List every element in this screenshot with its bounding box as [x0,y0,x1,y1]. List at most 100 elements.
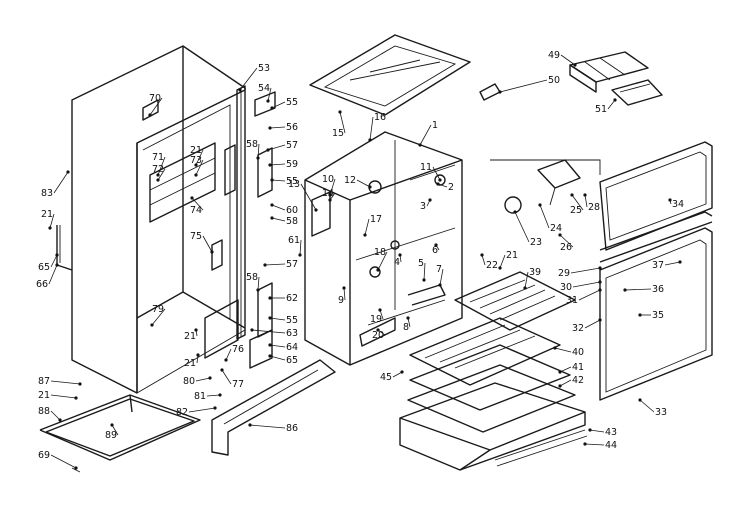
part-number-label: 11 [420,162,432,173]
part-number-label: 6 [432,245,438,256]
part-labels: 7053545556575958556058717273217483216566… [36,50,684,461]
part-number-label: 21 [506,250,518,261]
part-number-label: 21 [184,331,196,342]
fastener-dot [210,250,214,254]
leader-line [364,218,370,236]
fastener-dot [48,226,52,230]
leader-line [269,317,286,321]
fastener-dot [58,418,62,422]
part-number-label: 65 [286,355,298,366]
part-number-label: 86 [286,423,298,434]
leader-line [392,371,403,378]
part-number-label: 71 [152,152,164,163]
part-number-label: 10 [322,174,334,185]
fastener-dot [498,90,502,94]
side-strip [56,225,73,271]
fastener-dot [538,203,542,207]
base-frame [39,394,201,473]
fastener-dot [268,296,272,300]
part-number-label: 31 [566,295,578,306]
fastener-dot [268,126,272,130]
fastener-dot [266,148,270,152]
leader-line [264,263,286,266]
part-number-label: 69 [38,450,50,461]
fastener-dot [588,428,592,432]
leader-line [267,87,272,102]
part-number-label: 12 [344,175,356,186]
leader-line [377,251,388,271]
fastener-dot [583,442,587,446]
part-number-label: 49 [548,50,560,61]
leader-line [188,407,216,413]
part-number-label: 4 [394,257,400,268]
fastener-dot [110,423,114,427]
fastener-dot [194,328,198,332]
fastener-dot [270,203,274,207]
leader-line [300,183,317,211]
fastener-dot [598,266,602,270]
part-number-label: 36 [652,284,664,295]
leader-line [423,262,426,281]
leader-line [271,217,286,222]
fastener-dot [398,253,402,257]
leader-line [589,429,605,433]
part-number-label: 61 [288,235,300,246]
fastener-dot [270,178,274,182]
part-number-label: 25 [570,205,582,216]
leader-line [195,377,211,382]
fastener-dot [436,182,440,186]
leader-line [50,380,81,385]
leader-line [195,149,204,166]
leader-line [584,319,601,329]
leader-line [299,239,302,256]
leader-line [48,264,58,285]
leader-line [50,454,77,469]
part-number-label: 34 [672,199,684,210]
leader-line [571,194,584,211]
part-number-label: 50 [548,75,560,86]
fastener-dot [613,98,617,102]
fastener-dot [638,398,642,402]
part-number-label: 57 [286,140,298,151]
fastener-dot [220,368,224,372]
leader-line [50,410,61,421]
part-number-label: 58 [246,139,258,150]
fastener-dot [213,406,217,410]
leader-line [269,344,286,348]
fastener-dot [298,253,302,257]
part-number-label: 5 [418,258,424,269]
cabinet-brackets [142,91,276,369]
fastener-dot [376,268,380,272]
leader-line [524,271,529,289]
leader-line [149,97,163,116]
part-number-label: 28 [588,202,600,213]
fastener-dot [400,370,404,374]
door-gaskets [599,141,713,401]
fastener-dot [78,382,82,386]
part-number-label: 33 [655,407,667,418]
fastener-dot [422,278,426,282]
part-number-label: 43 [605,427,617,438]
leader-line [584,443,605,446]
fastener-dot [55,253,59,257]
part-number-label: 70 [149,93,161,104]
leader-line [539,204,550,229]
fastener-dot [598,288,602,292]
part-number-label: 22 [486,260,498,271]
part-number-label: 17 [370,214,382,225]
fastener-dot [328,198,332,202]
part-number-label: 75 [190,231,202,242]
leader-line [481,254,486,266]
fastener-dot [498,266,502,270]
leader-line [191,197,204,211]
part-number-label: 53 [258,63,270,74]
part-number-label: 45 [380,372,392,383]
fastener-dot [208,376,212,380]
fastener-dot [270,106,274,110]
leader-line [151,308,166,326]
leader-line [559,234,574,248]
fastener-dot [263,263,267,267]
leader-line [570,267,601,274]
part-number-label: 9 [338,295,344,306]
